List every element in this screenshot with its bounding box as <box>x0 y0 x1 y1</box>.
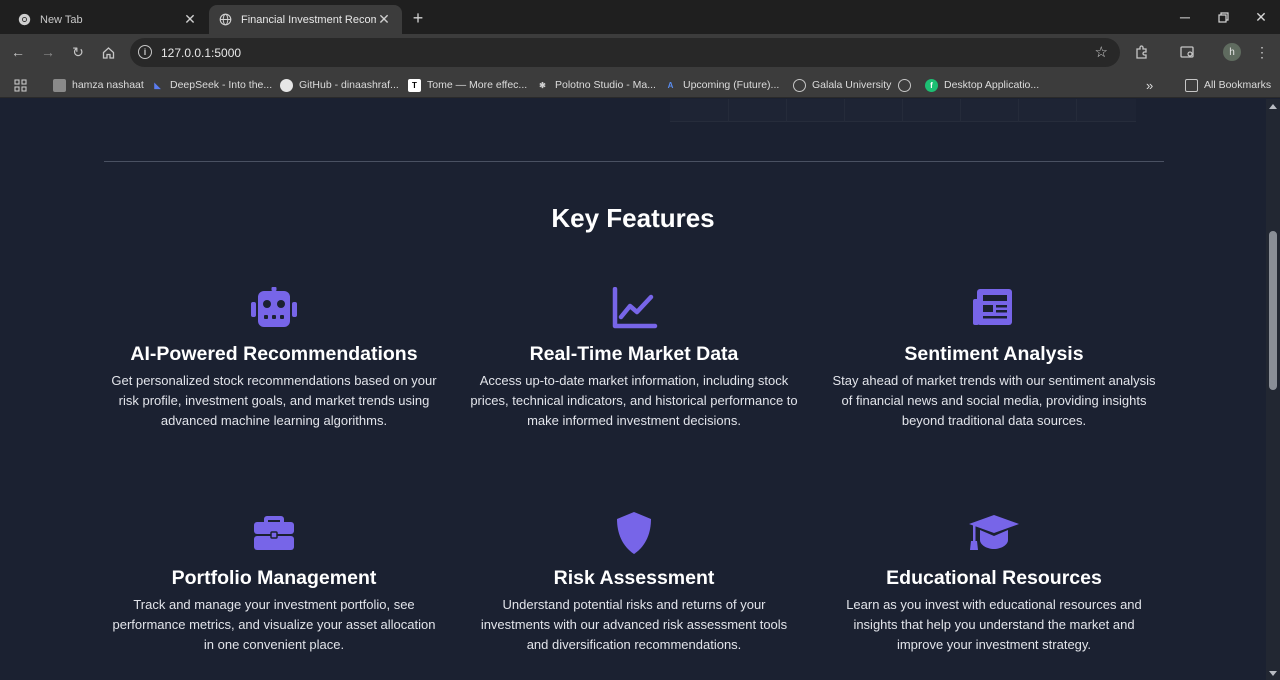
extensions-icon[interactable] <box>1130 40 1154 64</box>
apps-grid-icon[interactable] <box>14 77 27 93</box>
globe-icon <box>898 78 911 92</box>
url-text[interactable]: 127.0.0.1:5000 <box>161 46 242 60</box>
back-icon[interactable]: ← <box>11 44 25 60</box>
tab-strip: New Tab ✕ Financial Investment Recommen … <box>0 0 1280 34</box>
feature-card-portfolio: Portfolio Management Track and manage yo… <box>109 511 439 655</box>
tab-new-tab[interactable]: New Tab ✕ <box>8 5 208 34</box>
github-icon <box>280 78 293 92</box>
chrome-icon <box>18 13 31 26</box>
reload-icon[interactable]: ↻ <box>72 43 84 60</box>
site-info-icon[interactable]: i <box>138 45 152 59</box>
tab-title: Financial Investment Recommen <box>241 13 376 26</box>
tome-icon: T <box>408 78 421 92</box>
bookmark-deepseek[interactable]: ◣DeepSeek - Into the... <box>151 77 272 93</box>
user-photo-icon <box>53 78 66 92</box>
feature-card-market-data: Real-Time Market Data Access up-to-date … <box>469 287 799 431</box>
folder-icon <box>1185 78 1198 92</box>
feature-description: Understand potential risks and returns o… <box>480 597 788 652</box>
bookmark-galala-university[interactable]: Galala University <box>793 77 891 93</box>
fiverr-icon: f <box>925 78 938 92</box>
section-divider <box>104 161 1164 162</box>
tab-title: New Tab <box>40 13 83 26</box>
feature-description: Learn as you invest with educational res… <box>846 597 1142 652</box>
page-scrollbar[interactable] <box>1266 99 1280 680</box>
upcoming-icon: A <box>667 80 674 90</box>
feature-description: Get personalized stock recommendations b… <box>111 373 437 428</box>
close-tab-icon[interactable]: ✕ <box>184 11 196 27</box>
previous-table-bottom <box>670 99 1136 122</box>
feature-title: Portfolio Management <box>171 567 377 589</box>
tab-financial-investment[interactable]: Financial Investment Recommen ✕ <box>209 5 402 34</box>
close-window-icon[interactable]: ✕ <box>1255 8 1267 25</box>
restore-icon[interactable] <box>1204 0 1242 34</box>
shield-icon <box>617 512 651 554</box>
bookmark-polotno[interactable]: ✱Polotno Studio - Ma... <box>536 77 656 93</box>
graduation-cap-icon <box>969 515 1019 550</box>
profile-avatar[interactable]: h <box>1223 43 1241 61</box>
scrollbar-thumb[interactable] <box>1269 231 1277 390</box>
feature-card-risk: Risk Assessment Understand potential ris… <box>469 511 799 655</box>
close-tab-icon[interactable]: ✕ <box>378 11 390 27</box>
bookmark-globe[interactable] <box>898 77 917 93</box>
feature-description: Access up-to-date market information, in… <box>470 373 798 428</box>
feature-title: Risk Assessment <box>553 567 715 589</box>
polotno-icon: ✱ <box>539 80 546 90</box>
tab-search-icon[interactable] <box>1175 40 1199 64</box>
globe-icon <box>219 13 232 26</box>
feature-title: Educational Resources <box>886 567 1102 589</box>
bookmark-github[interactable]: GitHub - dinaashraf... <box>280 77 399 93</box>
feature-description: Track and manage your investment portfol… <box>112 597 436 652</box>
bookmarks-bar: hamza nashaat ◣DeepSeek - Into the... Gi… <box>0 71 1280 98</box>
new-tab-plus-icon[interactable]: + <box>412 7 424 28</box>
forward-icon[interactable]: → <box>41 44 55 60</box>
scroll-down-arrow-icon[interactable] <box>1269 671 1277 676</box>
feature-card-sentiment: Sentiment Analysis Stay ahead of market … <box>829 287 1159 431</box>
address-bar[interactable]: i 127.0.0.1:5000 ☆ <box>130 38 1120 67</box>
feature-description: Stay ahead of market trends with our sen… <box>832 373 1156 428</box>
home-icon[interactable] <box>96 40 120 64</box>
chart-line-icon <box>612 287 658 329</box>
bookmark-hamza-nashaat[interactable]: hamza nashaat <box>53 77 144 93</box>
feature-title: AI-Powered Recommendations <box>130 343 418 365</box>
section-title: Key Features <box>551 203 715 233</box>
menu-kebab-icon[interactable]: ⋮ <box>1255 43 1269 60</box>
all-bookmarks-folder[interactable]: All Bookmarks <box>1185 77 1271 93</box>
deepseek-icon: ◣ <box>154 80 161 90</box>
globe-icon <box>793 78 806 92</box>
scroll-up-arrow-icon[interactable] <box>1269 104 1277 109</box>
browser-toolbar: ← → ↻ i 127.0.0.1:5000 ☆ h ⋮ <box>0 34 1280 71</box>
feature-card-education: Educational Resources Learn as you inves… <box>829 511 1159 655</box>
robot-icon <box>251 287 297 327</box>
feature-title: Sentiment Analysis <box>904 343 1084 365</box>
bookmark-star-icon[interactable]: ☆ <box>1094 44 1108 61</box>
feature-title: Real-Time Market Data <box>529 343 739 365</box>
briefcase-icon <box>254 516 294 550</box>
minimize-icon[interactable]: ─ <box>1180 9 1190 25</box>
more-bookmarks-chevron-icon[interactable]: » <box>1146 77 1154 93</box>
newspaper-icon <box>973 289 1012 325</box>
page-content: Key Features AI-Powered Recommendations … <box>0 99 1266 680</box>
feature-card-ai-recommendations: AI-Powered Recommendations Get personali… <box>109 287 439 431</box>
